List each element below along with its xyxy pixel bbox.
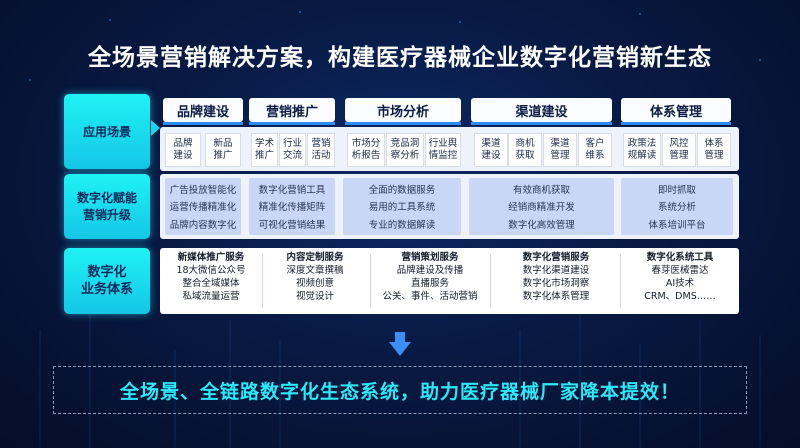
conclusion-box: 全场景、全链路数字化生态系统，助力医疗器械厂家降本提效！ (53, 366, 747, 414)
empower-item: 全面的数据服务 (368, 184, 436, 196)
service-item: 春芽医械雷达 (651, 265, 709, 276)
empower-block-promotion: 数字化营销工具 精准化传播矩阵 可视化营销结果 (249, 178, 335, 235)
row-label-services: 数字化 业务体系 (64, 248, 150, 314)
scenario-header-text: 渠道建设 (515, 104, 568, 120)
empower-item: 经销商精准开发 (508, 202, 575, 214)
scenario-header-text: 营销推广 (265, 104, 318, 120)
scenario-item: 竞品洞 察分析 (386, 133, 424, 167)
page-title: 全场景营销解决方案，构建医疗器械企业数字化营销新生态 (88, 45, 712, 71)
scenario-header-text: 品牌建设 (176, 104, 229, 120)
scenario-item: 政策法 规解读 (623, 133, 661, 167)
service-title: 内容定制服务 (286, 252, 344, 263)
empower-block-brand: 广告投放智能化 运营传播精准化 品牌内容数字化 (165, 178, 241, 235)
row-label-empower-text: 数字化赋能 营销升级 (76, 190, 137, 222)
row-label-empower: 数字化赋能 营销升级 (64, 174, 150, 239)
service-item: 公关、事件、活动营销 (382, 291, 478, 302)
scenario-item: 渠道 建设 (474, 133, 508, 167)
service-column: 营销策划服务 品牌建设及传播 直播服务 公关、事件、活动营销 (374, 251, 486, 311)
empower-item: 精准化传播矩阵 (258, 202, 326, 214)
empower-item: 易用的工具系统 (368, 202, 436, 214)
scenario-item: 体系 管理 (697, 133, 731, 167)
service-column: 数字化营销服务 数字化渠道建设 数字化市场洞察 数字化体系管理 (494, 251, 618, 311)
service-item: 品牌建设及传播 (396, 265, 464, 276)
scenario-header-text: 市场分析 (376, 104, 429, 120)
column-divider (490, 254, 491, 308)
header-underline (249, 122, 335, 125)
empower-item: 系统分析 (657, 202, 696, 214)
scenario-item: 学术 推广 (251, 133, 278, 167)
scenario-item: 行业 交流 (279, 133, 306, 167)
scenario-header-text: 体系管理 (649, 104, 702, 120)
scenario-header-channel: 渠道建设 (471, 98, 612, 125)
scenario-header-market: 市场分析 (345, 98, 461, 125)
service-item: 私域流量运营 (182, 291, 240, 302)
service-item: 视觉设计 (295, 291, 334, 302)
scenario-header-brand: 品牌建设 (163, 98, 243, 125)
service-column: 数字化系统工具 春芽医械雷达 AI技术 CRM、DMS…… (624, 251, 736, 311)
scenario-header-system: 体系管理 (621, 98, 731, 125)
empower-item: 体系培训平台 (648, 220, 706, 232)
header-underline (345, 122, 461, 125)
empower-block-system: 即时抓取 系统分析 体系培训平台 (621, 178, 733, 235)
scenario-item: 渠道 管理 (543, 133, 577, 167)
empower-item: 数字化营销工具 (258, 184, 326, 196)
column-divider (262, 254, 263, 308)
scenario-item: 风控 管理 (662, 133, 696, 167)
scenario-header-promotion: 营销推广 (249, 98, 335, 125)
scenario-item: 市场分 析报告 (347, 133, 385, 167)
service-title: 数字化营销服务 (522, 252, 590, 263)
service-item: 深度文章撰稿 (286, 265, 344, 276)
service-title: 营销策划服务 (401, 252, 459, 263)
row-label-scenarios: 应用场景 (64, 94, 150, 169)
service-column: 内容定制服务 深度文章撰稿 视频创意 视觉设计 (265, 251, 365, 311)
service-item: 数字化体系管理 (522, 291, 590, 302)
scenario-item: 品牌 建设 (165, 133, 201, 167)
scenario-item: 客户 维系 (578, 133, 612, 167)
empower-item: 品牌内容数字化 (169, 220, 237, 232)
scenario-item: 新品 推广 (205, 133, 241, 167)
services-panel (160, 248, 739, 314)
service-item: 视频创意 (295, 278, 334, 289)
service-item: 直播服务 (410, 278, 449, 289)
row-label-services-text: 数字化 业务体系 (80, 265, 133, 297)
header-underline (621, 122, 731, 125)
service-item: 18大微信公众号 (176, 265, 246, 276)
empower-item: 即时抓取 (657, 184, 696, 196)
scenario-item: 营销 活动 (307, 133, 335, 167)
service-title: 数字化系统工具 (646, 252, 714, 263)
header-underline (163, 122, 243, 125)
service-item: 数字化渠道建设 (522, 265, 590, 276)
empower-item: 数字化高效管理 (508, 220, 575, 232)
service-item: AI技术 (665, 278, 695, 289)
empower-item: 有效商机获取 (512, 184, 570, 196)
service-item: CRM、DMS…… (644, 291, 716, 302)
service-title: 新媒体推广服务 (177, 252, 245, 263)
scenario-item: 商机 获取 (508, 133, 542, 167)
service-item: 整合全域媒体 (182, 278, 240, 289)
empower-item: 可视化营销结果 (258, 220, 326, 232)
service-item: 数字化市场洞察 (522, 278, 590, 289)
header-underline (471, 122, 612, 125)
column-divider (620, 254, 621, 308)
service-column: 新媒体推广服务 18大微信公众号 整合全域媒体 私域流量运营 (163, 251, 259, 311)
conclusion-text: 全场景、全链路数字化生态系统，助力医疗器械厂家降本提效！ (119, 380, 680, 403)
arrow-down-icon (389, 332, 411, 356)
empower-item: 专业的数据解读 (368, 220, 436, 232)
empower-block-channel: 有效商机获取 经销商精准开发 数字化高效管理 (469, 178, 614, 235)
empower-item: 运营传播精准化 (169, 202, 237, 214)
column-divider (370, 254, 371, 308)
empower-block-market: 全面的数据服务 易用的工具系统 专业的数据解读 (343, 178, 461, 235)
empower-item: 广告投放智能化 (169, 184, 237, 196)
arrow-right-icon (151, 120, 160, 136)
scenario-item: 行业舆 情监控 (425, 133, 461, 167)
